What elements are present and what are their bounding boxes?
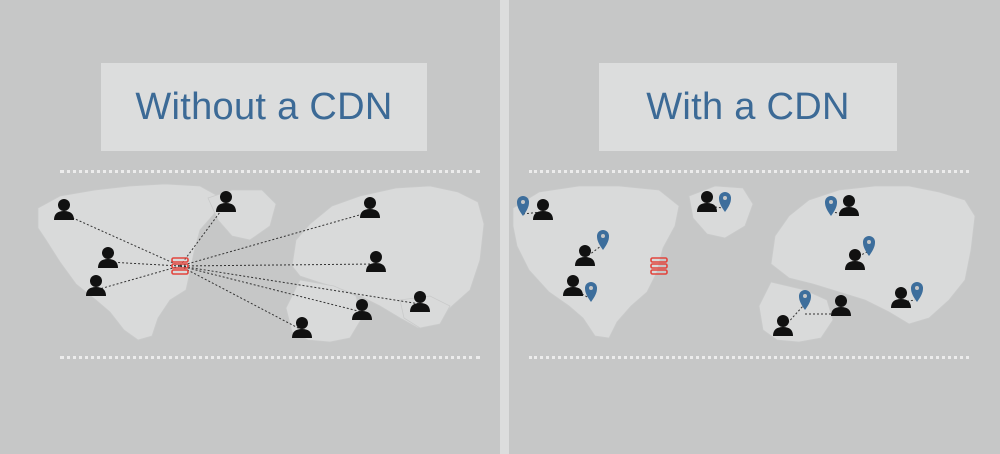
users-group xyxy=(533,191,911,336)
dotted-divider-bottom xyxy=(529,356,969,359)
world-map-without-cdn xyxy=(37,183,485,343)
world-map-with-cdn xyxy=(512,185,976,343)
dotted-divider-top xyxy=(60,170,480,173)
dotted-divider-bottom xyxy=(60,356,480,359)
panel-with-cdn: With a CDN xyxy=(509,0,1000,454)
dotted-divider-top xyxy=(529,170,969,173)
cdn-edge-pins xyxy=(517,192,923,310)
panel-without-cdn: Without a CDN xyxy=(37,63,485,359)
title-box-with-cdn: With a CDN xyxy=(599,63,897,151)
title-with-cdn: With a CDN xyxy=(646,85,850,128)
origin-server-icon xyxy=(650,257,668,275)
panel-divider xyxy=(500,0,509,454)
title-without-cdn: Without a CDN xyxy=(135,85,393,128)
users-group xyxy=(54,191,430,338)
title-box-without-cdn: Without a CDN xyxy=(101,63,427,151)
origin-server-icon xyxy=(171,257,189,275)
